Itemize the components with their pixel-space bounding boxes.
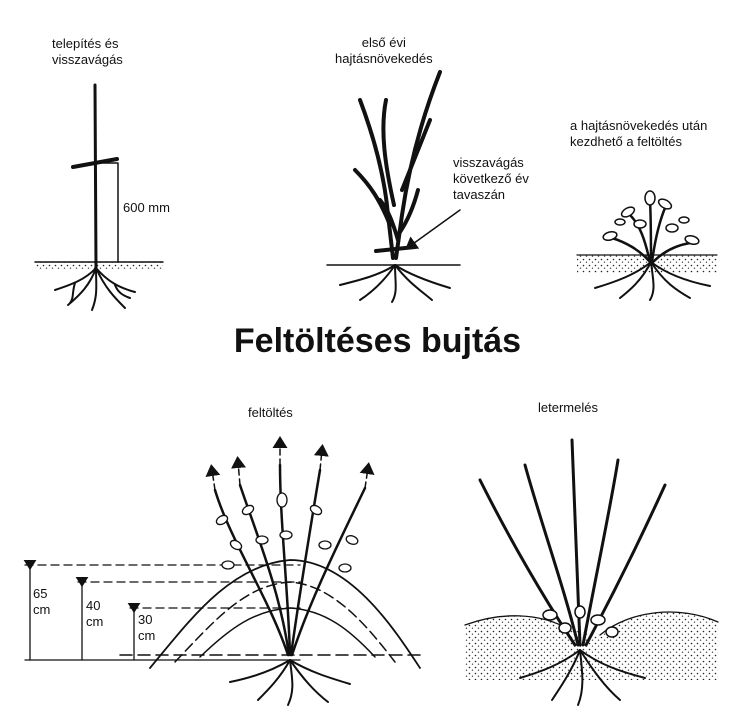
stage-first-year-drawing: [327, 72, 460, 302]
canes-5: [480, 440, 665, 645]
stage-earthing-up-drawing: [25, 442, 420, 705]
shoot-tips-4: [212, 442, 368, 490]
cut-mark-2: [376, 247, 415, 251]
cutback-arrow: [410, 210, 460, 246]
measure-bracket: [103, 163, 118, 262]
stage-after-growth-drawing: [577, 191, 717, 300]
stage-harvest-drawing: [465, 440, 718, 705]
soil-band-1: [35, 262, 163, 270]
roots-1: [55, 268, 135, 310]
height-measures: [25, 565, 300, 660]
roots-2: [340, 265, 450, 302]
roots-4: [230, 660, 350, 705]
stage-planting-drawing: [35, 85, 163, 310]
